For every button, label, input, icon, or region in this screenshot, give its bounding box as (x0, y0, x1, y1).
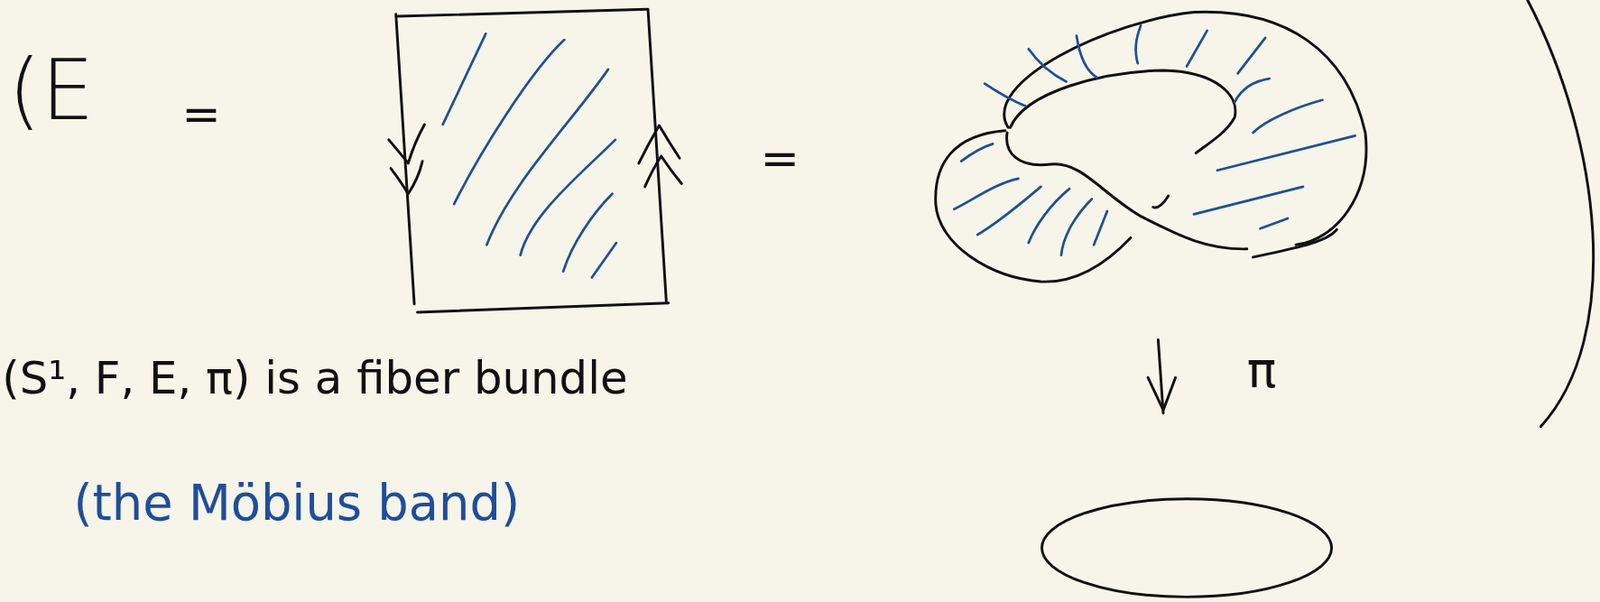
hatch (1028, 188, 1070, 243)
square-edge (647, 9, 666, 302)
equals-sign: = (759, 130, 800, 185)
hatch (453, 39, 565, 204)
square-edge (397, 9, 648, 17)
hatch (1217, 135, 1356, 170)
hatch (1259, 218, 1288, 229)
fiber-definition: (E (8, 40, 94, 139)
hatch (1076, 36, 1098, 78)
hatch (443, 33, 486, 125)
fiber-bundle-statement: (S¹, F, E, π) is a fiber bundle (1, 351, 628, 405)
mobius-outline (1253, 229, 1338, 258)
hatch (1093, 211, 1108, 245)
hatch (1253, 100, 1323, 133)
projection-label: π (1247, 342, 1277, 399)
base-circle (1041, 499, 1332, 598)
hatch (961, 143, 993, 161)
square-edge (416, 303, 668, 313)
identification-arrow (388, 124, 426, 164)
hatch (953, 178, 1018, 210)
identification-arrow (645, 156, 683, 187)
mobius-outline (1153, 195, 1169, 208)
hatch (1193, 186, 1304, 215)
hatch (1028, 48, 1067, 82)
mobius-outline (1009, 70, 1235, 154)
hatch (984, 83, 1026, 107)
hatch (591, 242, 617, 278)
mobius-outline (1007, 132, 1248, 250)
projection-arrow (1147, 377, 1176, 410)
hatch (1136, 25, 1142, 64)
hatch (1061, 198, 1092, 255)
mobius-caption: (the Möbius band) (73, 474, 520, 532)
hatch (977, 186, 1041, 235)
equals-sign: = (181, 86, 222, 141)
hatch (1234, 78, 1269, 102)
bracket (1527, 0, 1594, 427)
hatch (1238, 37, 1267, 74)
mobius-outline (935, 130, 1131, 282)
mobius-outline (1004, 11, 1367, 245)
hatch (520, 139, 616, 256)
hatch (1186, 30, 1208, 67)
identification-arrow (390, 161, 423, 195)
